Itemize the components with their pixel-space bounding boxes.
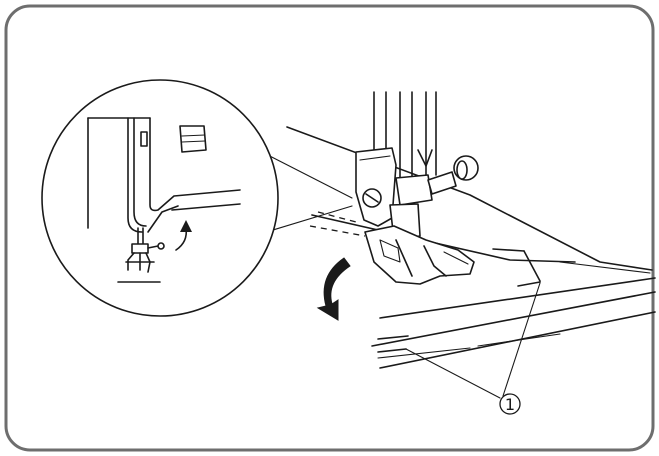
lower-arrow xyxy=(316,257,351,321)
inset-circle xyxy=(41,79,279,317)
callout-1-label: 1 xyxy=(505,395,515,414)
seam-guide-marks xyxy=(377,248,541,353)
presser-foot-assembly xyxy=(355,91,479,285)
inset-machine-body xyxy=(87,117,241,233)
magnified-inset xyxy=(41,79,353,317)
inset-presser-foot xyxy=(117,227,165,283)
figure-frame xyxy=(4,4,655,452)
callout-1-circle xyxy=(499,393,521,415)
inset-lever-arrow xyxy=(175,220,192,251)
callout-1: 1 xyxy=(405,282,541,415)
lowering-guide-dashed xyxy=(309,211,366,237)
